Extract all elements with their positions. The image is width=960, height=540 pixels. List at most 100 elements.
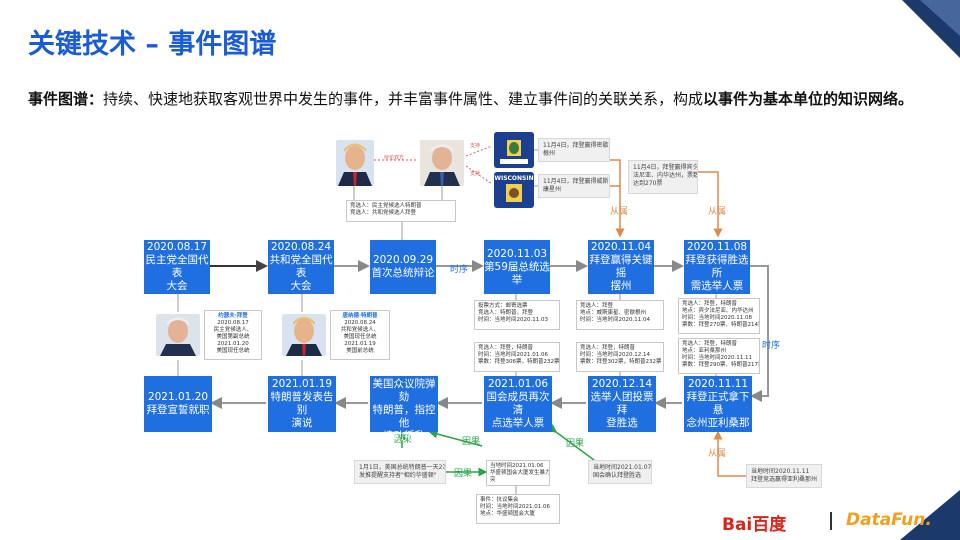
text-line: 美国现任总统: [343, 334, 377, 340]
text-line: 票数：拜登270票、特朗普214票: [682, 322, 760, 328]
text-line: 竞选人：拜登，特朗普: [478, 345, 534, 351]
text-line: 时间：当地时间2020.12.14: [580, 352, 650, 358]
text-line: 2020.11.04: [590, 241, 652, 253]
text-line: 需选举人票: [690, 280, 744, 292]
text-line: 法尼亚、内华达州，票数: [633, 172, 698, 179]
note-pennsylvania: 11月4日，拜登赢得宾夕法尼亚、内华达州，票数达到270票: [628, 160, 698, 194]
text-line: 登胜选: [606, 417, 638, 429]
edge-support-2: [465, 165, 493, 185]
label-cause-2: 因果: [462, 437, 481, 447]
note-election-method: 投票方式：邮寄选票竞选人：特朗普，拜登时间：当地时间2020.11.03: [474, 300, 560, 330]
label-cause-4: 因果: [566, 439, 585, 449]
edge-n6-n12: [750, 265, 769, 402]
text-line: 选举人团投票拜: [590, 391, 654, 416]
trump-portrait: [336, 140, 374, 186]
text-line: 地点：华盛顿国会大厦: [480, 511, 536, 517]
text-line: 国会成员再次清: [486, 391, 550, 416]
text-line: 竞选人：拜登，特朗普: [682, 301, 738, 307]
text-line: 票数：拜登302票，特朗普232票: [580, 359, 662, 365]
wisconsin-flag-text: WISCONSIN: [494, 175, 534, 182]
text-line: 票数：拜登290票、特朗普217票: [682, 362, 760, 368]
text-line: 拜登赢得关键摇: [589, 254, 653, 279]
top-right-corner-decoration: [902, 0, 960, 58]
text-line: 唐纳德·特朗普: [342, 313, 378, 319]
text-line: 美国第副总统: [216, 334, 250, 340]
label-sequence-right: 时序: [762, 341, 781, 351]
text-line: 2020.08.17: [146, 241, 208, 253]
text-line: 美国现任总统: [216, 348, 250, 354]
text-line: 2021.01.12: [373, 365, 435, 377]
text-line: 票数：拜登306票，特朗普232票: [478, 359, 560, 365]
label-support-2: 支持: [470, 171, 481, 177]
text-line: 时间：当地时间2021.01.06: [478, 352, 548, 358]
text-line: 竞选人：共和党候选人拜登: [350, 210, 417, 216]
description-lead: 事件图谱：: [28, 90, 104, 108]
bottom-right-corner-decoration: [900, 490, 960, 540]
note-electors-1108: 竞选人：拜登，特朗普地点：宾夕法尼亚、内华达州时间：当地时间2020.11.08…: [678, 298, 760, 334]
text-line: 2021.01.19: [344, 341, 376, 347]
text-line: 摆州: [610, 280, 632, 292]
text-line: 2020.08.17: [217, 320, 249, 326]
text-line: 拜登竞选赢得亚利桑那州: [751, 476, 818, 483]
text-line: 民主党候选人、: [213, 327, 253, 333]
text-line: 共和党全国代表: [269, 254, 333, 279]
description-emphasis: 以事件为基本单位的知识网络。: [703, 90, 914, 108]
note-twitter: 1月1日，美国总统特朗普一天2次发推提醒支持者"相约华盛顿": [354, 460, 446, 484]
label-belongs-3: 从属: [708, 449, 727, 459]
text-line: 2021.01.19: [271, 378, 333, 390]
note-michigan: 11月4日，拜登赢得密歇根州: [538, 138, 610, 162]
text-line: 竞选人：拜登，特朗普: [682, 341, 738, 347]
datafun-logo: DataFun.: [846, 510, 932, 530]
text-line: 达到270票: [633, 180, 663, 187]
label-belongs-1: 从属: [610, 207, 629, 217]
text-line: 竞选人：拜登: [580, 303, 614, 309]
text-line: 投票方式：邮寄选票: [478, 303, 528, 309]
text-line: 华盛顿国会大厦发生暴力冲: [490, 470, 550, 476]
text-line: 时间：当地时间2020.11.03: [478, 317, 548, 323]
text-line: 特朗普，指控他: [372, 404, 436, 429]
note-debate: 竞选人：民主党候选人特朗普竞选人：共和党候选人拜登: [346, 200, 456, 222]
text-line: 11月4日，拜登赢得密歇: [543, 142, 609, 149]
text-line: 当地时间2020.11.11: [751, 468, 810, 475]
text-line: 念州亚利桑那: [686, 417, 750, 429]
text-line: 时间：当地时间2021.01.06: [480, 504, 550, 510]
edge-support-1: [465, 145, 493, 157]
edge-cause-confirm: [547, 423, 595, 461]
text-line: 第59届总统选举: [484, 260, 550, 286]
label-cause-1: 因果: [394, 435, 413, 445]
text-line: 竞选人：特朗普，拜登: [478, 310, 534, 316]
text-line: 拜登宣誓就职: [146, 404, 210, 416]
text-line: 事件：抗议集会: [480, 497, 519, 503]
text-line: 首次总统辩论: [371, 267, 435, 279]
text-line: 煽动叛乱: [383, 430, 425, 442]
text-line: 发推提醒支持者"相约华盛顿": [359, 472, 437, 479]
text-line: 大会: [290, 280, 312, 292]
text-line: 演说: [291, 417, 313, 429]
text-line: 时间：当地时间2020.11.08: [682, 315, 752, 321]
text-line: 2020.11.08: [686, 241, 748, 253]
text-line: 当地时间2021.01.06: [490, 463, 544, 469]
text-line: 1月1日，美国总统特朗普一天2次: [359, 464, 446, 471]
wisconsin-flag-icon: WISCONSIN: [494, 172, 534, 208]
text-line: 根州: [543, 150, 556, 157]
edge-belongs-2: [698, 171, 723, 238]
note-wisconsin: 11月4日，拜登赢得威斯康星州: [538, 174, 610, 198]
